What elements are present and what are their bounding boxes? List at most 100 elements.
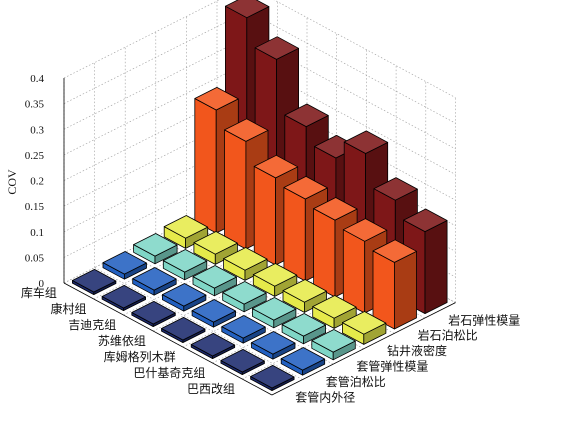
bar	[280, 347, 326, 376]
bar-top-face	[222, 281, 267, 305]
bar	[341, 311, 387, 345]
bar	[161, 283, 207, 312]
bar	[282, 279, 327, 313]
bar-top-face	[223, 247, 268, 271]
bar-top-face	[194, 87, 239, 111]
bar-top-face	[72, 268, 117, 293]
bar-top-face	[283, 175, 328, 200]
x-axis-line	[63, 282, 273, 396]
bar-top-face	[161, 283, 207, 307]
bar-top-face	[254, 36, 300, 60]
bar	[191, 299, 237, 328]
bar	[251, 297, 297, 329]
bar	[192, 265, 237, 297]
bar-front-face	[372, 250, 395, 330]
x-category-label: 库姆格列木群	[104, 349, 176, 364]
z-tick-label: 0.15	[25, 201, 45, 213]
y-category-label: 套管弹性模量	[356, 359, 428, 374]
y-category-label: 套管泊松比	[326, 374, 386, 389]
bar	[250, 364, 295, 392]
bar	[221, 315, 266, 344]
bar-top-face	[191, 299, 237, 323]
bar-top-face	[372, 239, 417, 263]
x-category-label: 库车组	[21, 285, 57, 300]
bar	[223, 247, 268, 281]
z-tick-label: 0.2	[30, 176, 44, 188]
bar-top-face	[403, 208, 448, 233]
z-tick-label: 0.25	[25, 150, 45, 162]
bar-top-face	[131, 300, 176, 325]
z-axis-title: COV	[5, 169, 19, 195]
bar-top-face	[280, 347, 326, 371]
bar	[132, 267, 177, 296]
z-tick-label: 0.1	[30, 227, 44, 239]
bar-top-face	[224, 0, 270, 19]
bar-top-face	[162, 249, 208, 273]
bar	[252, 263, 298, 297]
bar	[281, 313, 327, 345]
bar	[372, 239, 417, 330]
z-tick-label: 0.3	[30, 124, 44, 136]
bar-top-face	[133, 233, 178, 257]
bar	[220, 348, 265, 376]
bar	[312, 295, 357, 329]
bar	[102, 251, 147, 280]
bar-top-face	[282, 279, 327, 303]
bar-top-face	[284, 103, 329, 127]
bar-top-face	[101, 284, 147, 309]
z-tick-label: 0.4	[30, 73, 44, 85]
bar-top-face	[163, 215, 209, 239]
x-category-label: 康村组	[51, 301, 87, 316]
bar-top-face	[311, 329, 356, 353]
bar-side-face	[393, 250, 417, 330]
bar-top-face	[313, 197, 358, 221]
z-tick-label: 0.35	[25, 99, 45, 111]
bar	[131, 300, 176, 328]
bar	[101, 284, 147, 312]
bar-top-face	[252, 263, 298, 287]
bar	[163, 215, 209, 249]
bar-top-face	[224, 118, 269, 142]
bar-top-face	[251, 297, 297, 321]
y-category-label: 岩石泊松比	[418, 328, 478, 343]
bar-top-face	[341, 311, 387, 335]
bar	[251, 331, 296, 360]
y-category-label: 岩石弹性模量	[448, 312, 520, 327]
bar-front-face	[194, 98, 217, 234]
bar	[162, 249, 208, 281]
bar-top-face	[253, 154, 299, 179]
bar	[161, 316, 206, 344]
bar-front-face	[224, 129, 247, 250]
bar	[311, 329, 356, 361]
bar-top-face	[342, 218, 388, 242]
floor-gridline	[94, 267, 303, 380]
x-category-label: 巴西改组	[187, 382, 235, 396]
bar-front-face	[342, 229, 366, 314]
y-axis-line	[271, 302, 456, 396]
bar	[190, 332, 236, 360]
z-tick-label: 0	[39, 278, 45, 290]
labels-layer: 00.050.10.150.20.250.30.350.4库车组康村组吉迪克组苏…	[21, 73, 520, 404]
x-category-label: 巴什基奇克组	[133, 366, 205, 380]
bar-top-face	[251, 331, 296, 355]
bar-top-face	[102, 251, 147, 275]
bar-top-face	[161, 316, 206, 341]
bar	[72, 268, 117, 296]
bar-front-face	[253, 165, 277, 266]
z-tick-label: 0.05	[25, 252, 45, 264]
bar-top-face	[281, 313, 327, 337]
bar-top-face	[343, 130, 389, 154]
x-category-label: 吉迪克组	[68, 318, 116, 332]
bar-side-face	[424, 220, 448, 315]
y-category-label: 套管内外径	[295, 389, 355, 404]
bar-top-face	[221, 315, 266, 339]
bar-front-face	[283, 187, 306, 282]
bar-top-face	[190, 332, 236, 357]
bar	[193, 231, 238, 265]
bar-top-face	[193, 231, 238, 255]
bar-top-face	[312, 295, 357, 319]
bar-top-face	[132, 267, 177, 291]
bar-top-face	[220, 348, 265, 373]
bar	[222, 281, 267, 313]
